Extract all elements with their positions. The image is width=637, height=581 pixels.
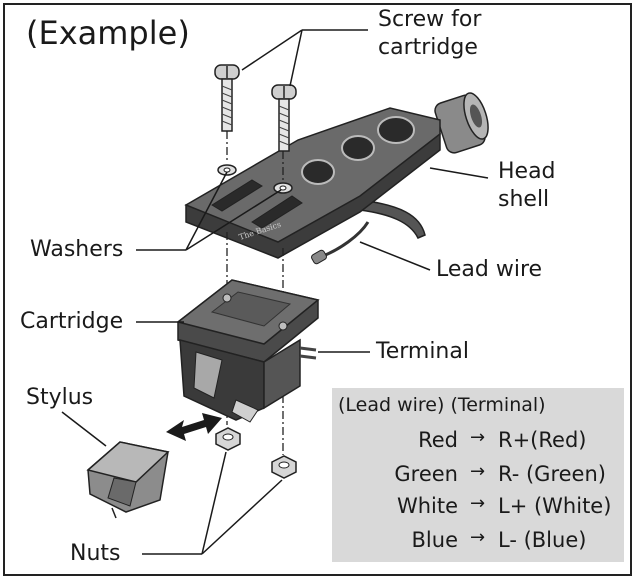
diagram-title: (Example) (26, 14, 190, 52)
label-screw-line1: Screw for (378, 7, 482, 32)
label-stylus: Stylus (26, 385, 94, 410)
terminal-name: R+(Red) (498, 428, 587, 452)
head-shell: The Basics (184, 92, 489, 265)
wiring-row: Red → R+(Red) (332, 427, 624, 462)
cartridge-body (176, 279, 320, 423)
wire-color: Blue (411, 528, 458, 552)
washers (217, 164, 293, 194)
stylus-part (86, 441, 170, 519)
terminal-name: R- (Green) (498, 462, 606, 486)
insert-direction-arrow (166, 413, 222, 441)
wiring-table-header: (Lead wire) (Terminal) (338, 394, 546, 416)
label-lead-wire: Lead wire (436, 257, 543, 282)
screw-right (271, 84, 297, 152)
arrow-icon: → (470, 527, 486, 548)
nuts (215, 427, 297, 479)
label-cartridge: Cartridge (20, 309, 124, 334)
wiring-row: Blue → L- (Blue) (332, 527, 624, 562)
arrow-icon: → (470, 461, 486, 482)
wire-color: Red (418, 428, 458, 452)
terminal-name: L+ (White) (498, 494, 612, 518)
leader-lines (61, 29, 489, 555)
label-nuts: Nuts (70, 541, 121, 566)
wire-color: White (396, 494, 458, 518)
label-terminal: Terminal (376, 339, 469, 364)
wiring-row: Green → R- (Green) (332, 461, 624, 496)
label-washers: Washers (30, 237, 124, 262)
terminal-name: L- (Blue) (498, 528, 587, 552)
arrow-icon: → (470, 493, 486, 514)
wire-color: Green (394, 462, 458, 486)
label-head-shell-line1: Head (498, 159, 556, 184)
wiring-row: White → L+ (White) (332, 493, 624, 528)
screw-left (214, 64, 240, 132)
wiring-table: (Lead wire) (Terminal) Red → R+(Red) Gre… (332, 388, 624, 562)
label-head-shell-line2: shell (498, 187, 550, 212)
label-screw-line2: cartridge (378, 35, 478, 60)
arrow-icon: → (470, 427, 486, 448)
